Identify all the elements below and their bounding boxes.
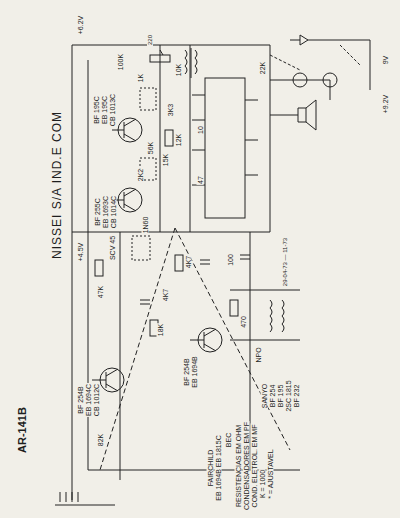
capacitor-symbol [140, 255, 250, 304]
part-label: BF 254B [77, 385, 84, 414]
part-label: RESISTENCIAS EM OHM [235, 424, 242, 508]
resistor-symbol [175, 255, 183, 271]
part-label: BF 195C [93, 95, 100, 125]
part-label: 56K [147, 141, 154, 155]
part-label: 1K [137, 73, 144, 84]
if-transformer [132, 236, 150, 260]
audio-ic [205, 78, 245, 218]
signal-wire [88, 45, 300, 480]
part-label: BF 255C [94, 197, 101, 227]
part-label: 82K [97, 433, 104, 447]
part-label: BEC [225, 432, 232, 448]
part-label: 22K [259, 61, 266, 75]
ic-pin [192, 95, 258, 185]
part-label: 2SC 1815 [285, 379, 292, 412]
part-label: 4K7 [185, 255, 192, 269]
part-label: FAIRCHILD [207, 449, 214, 488]
part-label: 220 [147, 34, 153, 46]
part-label: 47K [97, 285, 104, 299]
resistor-symbol [230, 300, 238, 316]
part-label: 10 [197, 125, 204, 135]
part-label: * = AJUSTAVEL [267, 448, 274, 499]
gang-link [100, 228, 290, 470]
part-label: 15K [162, 153, 169, 167]
part-label: 29-04-73 — 11-73 [282, 237, 288, 287]
part-label: BF 254 [269, 384, 276, 409]
if-transformer [140, 88, 156, 110]
part-label: 4K7 [162, 288, 169, 302]
part-label: 2K2 [137, 168, 144, 182]
part-label: SANYO [261, 383, 268, 410]
part-label: CB 1012C [93, 383, 100, 417]
output-transformer [185, 48, 197, 78]
part-label: +9.2V [382, 94, 389, 115]
lamp-symbol [323, 73, 337, 87]
part-label: BF 232 [293, 384, 300, 409]
part-label: 1N60 [142, 216, 149, 235]
part-label: NPO [255, 346, 262, 363]
volume-pot [150, 55, 170, 62]
model-label: AR-141B [17, 406, 28, 454]
part-label: CB 1013C [109, 93, 116, 127]
switch-link [270, 45, 360, 70]
part-label: 12K [175, 133, 182, 147]
part-label: 10K [175, 63, 182, 77]
part-label: +6.2V [77, 15, 84, 36]
part-label: 100K [117, 53, 124, 71]
part-label: EB 1693C [102, 195, 109, 229]
resistor-symbol [95, 260, 103, 276]
title: NISSEI S/A IND.E COM [51, 110, 63, 260]
part-label: CB 1014C [110, 195, 117, 229]
transistor-symbol [112, 119, 136, 141]
part-label: 470 [240, 315, 247, 329]
speaker-symbol [298, 100, 316, 130]
part-label: 9V [382, 55, 389, 66]
volume-pot [160, 50, 163, 55]
part-label: EB 1694C [85, 383, 92, 417]
part-label: BF 254B [183, 357, 190, 386]
signal-wire [230, 290, 300, 340]
oscillator-coil [270, 300, 284, 332]
part-label: EB 1694B [191, 355, 198, 389]
part-label: BF 195 [277, 384, 284, 409]
part-label: +4.5V [77, 242, 84, 263]
ferrite-antenna [55, 492, 115, 505]
part-label: 18K [157, 323, 164, 337]
part-label: K = 1000 [259, 469, 266, 499]
resistor-symbol [165, 130, 173, 146]
part-label: CONDENSADORES EM PF [243, 421, 250, 511]
part-label: COND. ELETROL. EM MF [251, 424, 258, 509]
transistor-symbol [190, 329, 216, 351]
part-label: EB 195C [101, 95, 108, 125]
lamp-symbol [293, 73, 307, 87]
part-label: 47 [197, 175, 204, 185]
part-label: SCV 45 [109, 235, 116, 261]
signal-wire [270, 80, 330, 115]
part-label: 100 [227, 253, 234, 267]
part-label: EB 1694B EB 1815C [215, 434, 222, 501]
part-label: 3K3 [167, 103, 174, 117]
